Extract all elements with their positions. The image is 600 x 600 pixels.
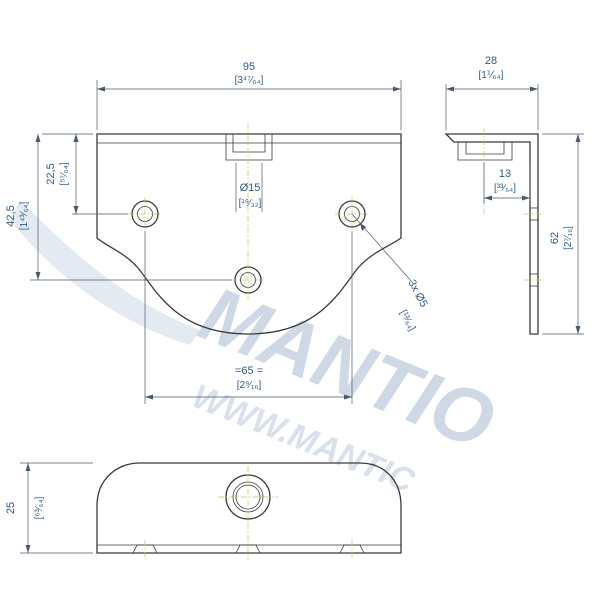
side-view-outline	[444, 133, 539, 335]
dim-holes-in: [¹³⁄₆₄]	[397, 308, 417, 333]
bottom-view-studs	[132, 540, 365, 560]
dim-hole-side-in: [⁵⁷⁄₆₄]	[59, 162, 70, 185]
dim-flange: 13 [³³⁄₆₄]	[483, 162, 531, 204]
dim-holes-mm: 3x Ø5	[405, 278, 429, 310]
dim-width-in: [3⁴⁷⁄₆₄]	[235, 75, 264, 86]
dim-hole-top-mm: 42,5	[5, 205, 17, 226]
dim-hole-side-mm: 22,5	[45, 163, 57, 184]
dim-width: 95 [3⁴⁷⁄₆₄]	[96, 61, 402, 130]
dim-thickness: 25 [⁶³⁄₆₄]	[5, 462, 93, 554]
dim-center-hole: Ø15 [¹⁹⁄₃₂]	[235, 163, 263, 212]
dim-center-hole-mm: Ø15	[240, 182, 261, 194]
dim-depth-mm: 28	[485, 55, 497, 67]
dim-flange-mm: 13	[499, 168, 511, 180]
side-view	[444, 128, 544, 335]
bottom-view	[96, 462, 402, 560]
dim-spacing-mm: =65 =	[235, 365, 263, 377]
bottom-view-outline	[96, 462, 402, 554]
dim-height: 62 [2⁷⁄₁₆]	[542, 133, 584, 335]
dim-height-mm: 62	[549, 232, 561, 244]
dim-width-mm: 95	[243, 61, 255, 73]
center-slot-inner	[232, 134, 266, 153]
front-view	[96, 124, 402, 335]
side-view-tab	[457, 142, 513, 161]
dim-hole-top-in: [1⁴³⁄₆₄]	[19, 202, 30, 231]
center-slot	[225, 134, 273, 161]
dim-holes-leader: 3x Ø5 [¹³⁄₆₄]	[351, 213, 430, 333]
dim-flange-in: [³³⁄₆₄]	[494, 183, 516, 194]
dim-spacing-in: [2⁹⁄₁₆]	[237, 380, 262, 391]
dim-hole-top: 42,5 [1⁴³⁄₆₄]	[5, 133, 232, 281]
side-view-tab-inner	[465, 142, 505, 155]
watermark: MANTIO WWW.MANTIC	[10, 200, 507, 501]
dim-height-in: [2⁷⁄₁₆]	[563, 226, 574, 250]
dim-spacing: =65 = [2⁹⁄₁₆]	[144, 231, 353, 404]
dim-center-hole-in: [¹⁹⁄₃₂]	[239, 198, 262, 209]
dim-thickness-in: [⁶³⁄₆₄]	[34, 496, 45, 519]
dim-hole-side: 22,5 [⁵⁷⁄₆₄]	[45, 134, 128, 215]
dim-depth-in: [1⅟₆₄]	[479, 70, 504, 81]
dim-depth: 28 [1⅟₆₄]	[445, 55, 539, 130]
dim-thickness-mm: 25	[5, 502, 17, 514]
front-view-outline	[96, 133, 402, 335]
watermark-swoosh	[10, 200, 200, 345]
